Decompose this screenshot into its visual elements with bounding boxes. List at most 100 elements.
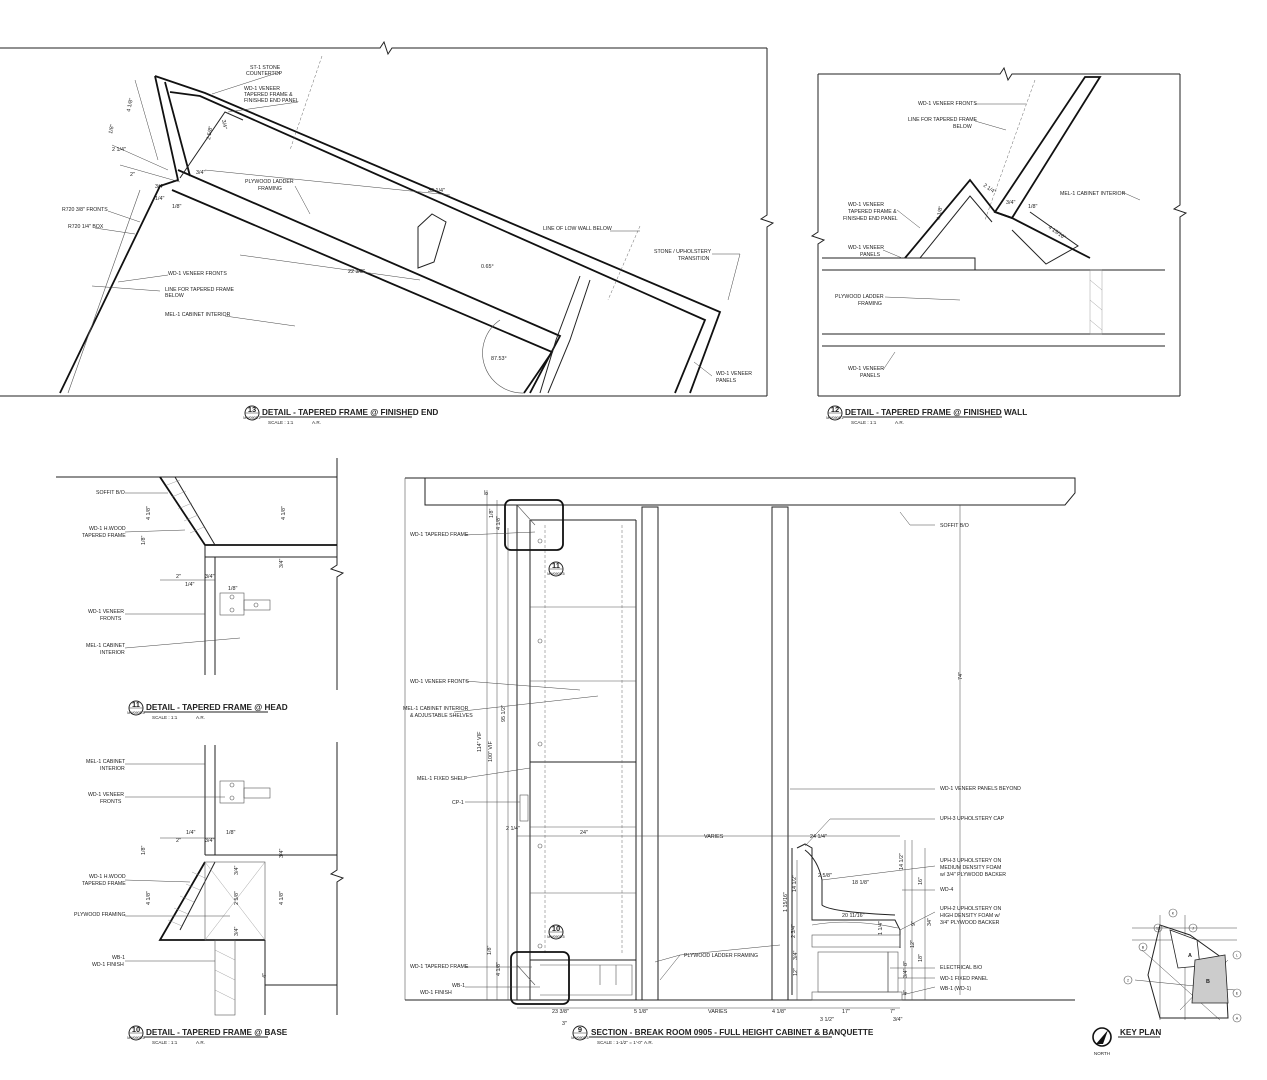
end-panel-inner-edge [169, 91, 707, 394]
upholstery-transition-edge-2 [539, 275, 581, 394]
note-text: INTERIOR [100, 766, 125, 772]
detail-10-dimensions: 1/4" 1/8" 2" 3/4" 1/8" 3/4" 3/4" 4 1/8" … [141, 830, 285, 978]
leader [453, 695, 599, 713]
grid-tag: A [1236, 1017, 1239, 1021]
hinge-symbol [537, 741, 543, 747]
grid-tag: L [1236, 954, 1238, 958]
grid-tag-bubble [1138, 942, 1148, 952]
grid-tag-bubble [1168, 908, 1178, 918]
dimension-text: 1/8" [141, 536, 147, 545]
grid-tag: K [1172, 912, 1175, 916]
hinge-symbol [537, 638, 543, 644]
detail-ar: A.R. [312, 420, 321, 425]
note-text: INTERIOR [100, 650, 125, 656]
dimension-text: 22 3/8" [348, 269, 365, 275]
dimension-text: 2 5/8" [234, 891, 240, 905]
end-block [179, 111, 244, 179]
dimension-text: 3/4" [793, 951, 799, 960]
detail-11-drawing [56, 458, 345, 690]
seat-profile [796, 843, 901, 948]
note-text: LINE OF LOW WALL BELOW [543, 226, 612, 232]
note-text: WD-1 VENEER FRONTS [168, 271, 227, 277]
hinge-symbol [537, 943, 543, 949]
leader [1121, 191, 1141, 201]
section-9-callouts: 11 MW0905.5 10 MW0905.5 [547, 561, 565, 940]
section-9-notes: WD-1 TAPERED FRAME WD-1 VENEER FRONTS ME… [403, 523, 1021, 996]
detail-title: DETAIL - TAPERED FRAME @ BASE [146, 1028, 288, 1037]
detail-ar: A.R. [196, 1040, 205, 1045]
note-text: WD-1 VENEER [244, 86, 280, 92]
note-text: WD-1 H.WOOD [89, 526, 126, 532]
section-9-dimensions: 8" 1/8" 4 1/8" 114" VIF 100" VIF 95 1/2"… [477, 490, 964, 1027]
detail-scale: SCALE : 1:1 [268, 420, 294, 425]
note-text: TAPERED FRAME & [848, 209, 897, 215]
plywood-hatch [204, 861, 266, 941]
dimension-text: 1/4" [186, 830, 195, 836]
note-text: PLYWOOD LADDER FRAMING [684, 953, 758, 959]
hinge-screw [229, 607, 235, 613]
grid-tag: B [1142, 946, 1145, 950]
detail-ar: A.R. [196, 715, 205, 720]
dimension-text: 12" [910, 940, 916, 948]
dimension-text: 2 5/8" [206, 126, 214, 141]
dimension-text: 16" [918, 877, 924, 885]
tapered-frame-left-edge [59, 75, 180, 394]
section-9-drawing [404, 477, 1076, 1009]
grid-tag-bubble [1123, 975, 1133, 985]
leader [294, 185, 311, 215]
note-text: MEL-1 CABINET INTERIOR [165, 312, 231, 318]
fronts-line [67, 189, 141, 394]
dimension-text: 4" [262, 973, 268, 978]
note-text: COUNTERTOP [246, 71, 283, 77]
dimension-text: 1/8" [489, 509, 495, 518]
note-text: BELOW [165, 293, 184, 299]
dimension-text: 114" VIF [477, 731, 483, 752]
dimension-text: 12" [793, 968, 799, 976]
note-text: MEL-1 CABINET [86, 759, 126, 765]
detail-10-title-block: 10 MW0905.5 DETAIL - TAPERED FRAME @ BAS… [127, 1025, 287, 1045]
dimension-text: 3/4" [893, 1017, 902, 1023]
note-text: WD-1 FINISH [92, 962, 124, 968]
leader [899, 911, 936, 931]
detail-title: DETAIL - TAPERED FRAME @ FINISHED WALL [845, 408, 1027, 417]
dimension-text: 3/4" [155, 184, 164, 190]
note-text: PANELS [860, 373, 881, 379]
dimension-text: 4 1/8" [281, 506, 287, 520]
note-text: WB-1 [112, 955, 125, 961]
north-arrow-pointer-icon [1096, 1030, 1108, 1044]
note-text: HIGH DENSITY FOAM w/ [940, 913, 1000, 919]
dimension-text: 1/4" [185, 582, 194, 588]
vertical-dimension-line [486, 490, 509, 1000]
leader [654, 944, 781, 981]
hinge-screw [253, 602, 259, 608]
tapered-frame-top-edge [154, 75, 722, 394]
note-text: FRONTS [100, 799, 122, 805]
note-text: WD-1 VENEER [848, 245, 884, 251]
wall-base [811, 991, 903, 1001]
dimension-text: 1/8" [141, 846, 147, 855]
dimension-text: 17" [842, 1009, 850, 1015]
cable-port [519, 794, 529, 822]
ladder-framing-stud [771, 506, 789, 1001]
hinge-arm [243, 787, 271, 799]
grid-tag-bubble [1232, 1013, 1242, 1023]
sheet-reference: MW0905.5 [127, 1036, 144, 1040]
note-text: STONE / UPHOLSTERY [654, 249, 712, 255]
dimension-text: 3/4" [205, 574, 214, 580]
upholstery-back-cushion [804, 849, 896, 916]
dimension-text: 34" [927, 918, 933, 926]
low-wall-line-below [607, 225, 641, 301]
dimension-text: 8" [484, 490, 490, 495]
dimension-text: 20 11/16" [842, 913, 865, 919]
note-text: FRONTS [100, 616, 122, 622]
detail-number: 10 [132, 1025, 140, 1034]
vertical-dimension-line [904, 840, 926, 1000]
detail-scale: SCALE : 1:1 [851, 420, 877, 425]
detail-ar: A.R. [895, 420, 904, 425]
dimension-text: 4 1/8" [772, 1009, 786, 1015]
leader [464, 767, 531, 779]
leader [211, 71, 281, 95]
tapered-frame-inner [919, 195, 993, 259]
dimension-text: 24" [580, 830, 588, 836]
detail-title: SECTION - BREAK ROOM 0905 - FULL HEIGHT … [591, 1028, 874, 1037]
